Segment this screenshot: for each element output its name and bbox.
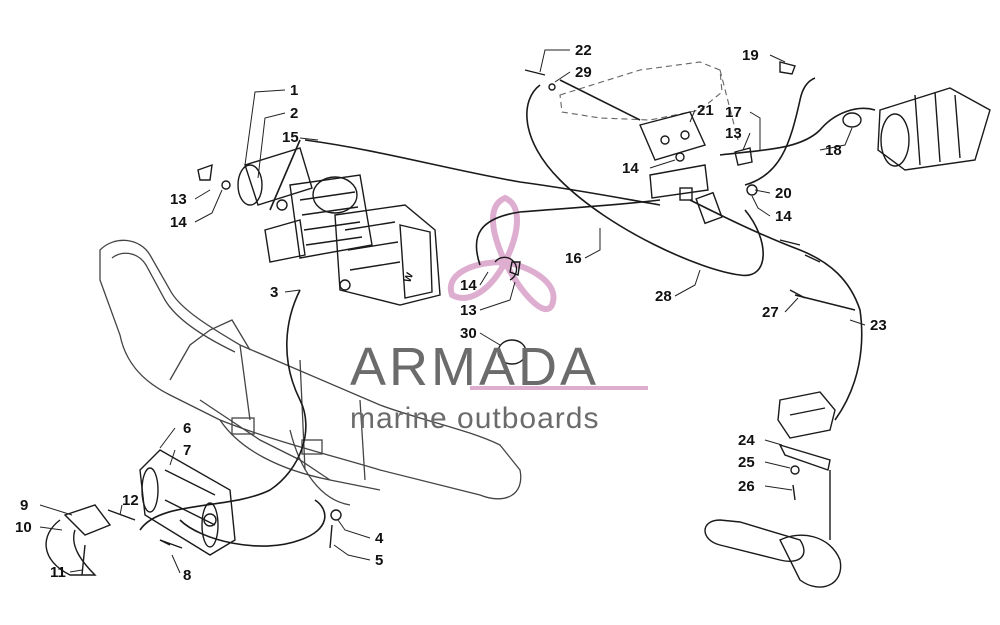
- clip-30: [497, 339, 527, 365]
- handlebar-switch: [704, 391, 842, 588]
- callout-29: 29: [575, 64, 592, 81]
- callout-14: 14: [622, 160, 639, 177]
- callout-11: 11: [50, 564, 66, 581]
- callout-6: 6: [183, 420, 191, 437]
- callout-3: 3: [270, 284, 278, 301]
- fasteners: [159, 61, 796, 549]
- callout-16: 16: [565, 250, 582, 267]
- armada-logo-mark: [447, 194, 648, 390]
- callout-9: 9: [20, 497, 28, 514]
- callout-26: 26: [738, 478, 755, 495]
- callout-12: 12: [122, 492, 139, 509]
- callout-5: 5: [375, 552, 383, 569]
- callout-30: 30: [460, 325, 477, 342]
- callout-14: 14: [460, 277, 477, 294]
- callout-7: 7: [183, 442, 191, 459]
- callout-25: 25: [738, 454, 755, 471]
- callout-14: 14: [775, 208, 792, 225]
- callout-15: 15: [282, 129, 299, 146]
- callout-28: 28: [655, 288, 672, 305]
- callout-21: 21: [697, 102, 714, 119]
- callout-27: 27: [762, 304, 779, 321]
- starter-motor: [842, 87, 991, 171]
- connectors: [494, 187, 821, 299]
- callout-22: 22: [575, 42, 592, 59]
- winch-hook: [45, 504, 136, 576]
- callout-2: 2: [290, 105, 298, 122]
- callout-13: 13: [725, 125, 742, 142]
- logo-brand: ARMADA: [350, 337, 599, 397]
- callout-8: 8: [183, 567, 191, 584]
- callout-23: 23: [870, 317, 887, 334]
- callout-4: 4: [375, 530, 384, 547]
- bumper-frame: [99, 239, 522, 506]
- solenoid-21: [639, 111, 709, 199]
- cable-harness: [139, 77, 876, 547]
- callout-24: 24: [738, 432, 755, 449]
- callout-13: 13: [460, 302, 477, 319]
- callout-10: 10: [15, 519, 32, 536]
- svg-text:W: W: [402, 271, 416, 284]
- callout-17: 17: [725, 104, 742, 121]
- callout-labels: 1 2 15 13 14 3 22 29 19 21 17 13 18 14 2…: [15, 42, 887, 584]
- leader-lines: [39, 49, 866, 574]
- callout-14: 14: [170, 214, 187, 231]
- callout-18: 18: [825, 142, 842, 159]
- callout-1: 1: [290, 82, 298, 99]
- winch-assembly: W: [237, 147, 441, 306]
- mounting-bracket: [559, 61, 739, 141]
- callout-20: 20: [775, 185, 792, 202]
- callout-13: 13: [170, 191, 187, 208]
- logo-tagline: marine outboards: [350, 402, 599, 435]
- callout-19: 19: [742, 47, 759, 64]
